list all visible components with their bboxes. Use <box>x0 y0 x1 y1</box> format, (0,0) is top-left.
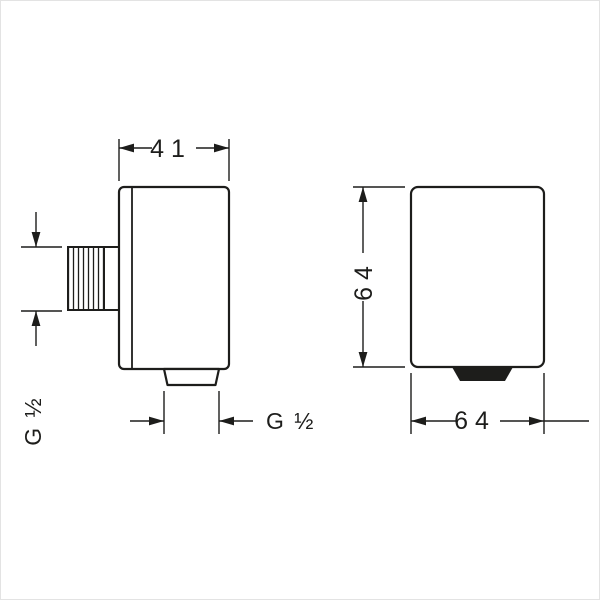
front-view <box>409 185 546 381</box>
dimension-width: 64 <box>410 373 589 435</box>
dimension-height-label: 64 <box>350 259 378 301</box>
dimension-outlet-thread: G ½ <box>130 391 315 434</box>
arrowhead-down-icon <box>358 352 368 367</box>
dimension-height: 64 <box>350 186 405 368</box>
arrowhead-down-icon <box>31 232 41 247</box>
arrowhead-left-icon <box>219 416 234 426</box>
front-face-outline <box>409 185 546 369</box>
arrowhead-right-icon <box>149 416 164 426</box>
body-outline <box>117 185 231 371</box>
arrowhead-left-icon <box>411 416 426 426</box>
dimension-outlet-thread-label: G ½ <box>266 408 315 434</box>
inlet-nipple-thread <box>67 246 105 311</box>
arrowhead-up-icon <box>358 187 368 202</box>
side-view <box>67 185 231 387</box>
arrowhead-left-icon <box>119 143 134 153</box>
dimension-inlet-thread: G ½ <box>20 212 62 446</box>
arrowhead-right-icon <box>529 416 544 426</box>
dimension-depth: 41 <box>118 135 230 181</box>
inlet-nipple-collar <box>103 246 120 311</box>
dimension-depth-label: 41 <box>150 135 192 163</box>
arrowhead-right-icon <box>214 143 229 153</box>
dimension-inlet-thread-label: G ½ <box>20 396 46 445</box>
arrowhead-up-icon <box>31 311 41 326</box>
dimension-width-label: 64 <box>454 407 496 435</box>
outlet-spout-front <box>452 367 513 381</box>
outlet-spout-side <box>162 367 221 387</box>
